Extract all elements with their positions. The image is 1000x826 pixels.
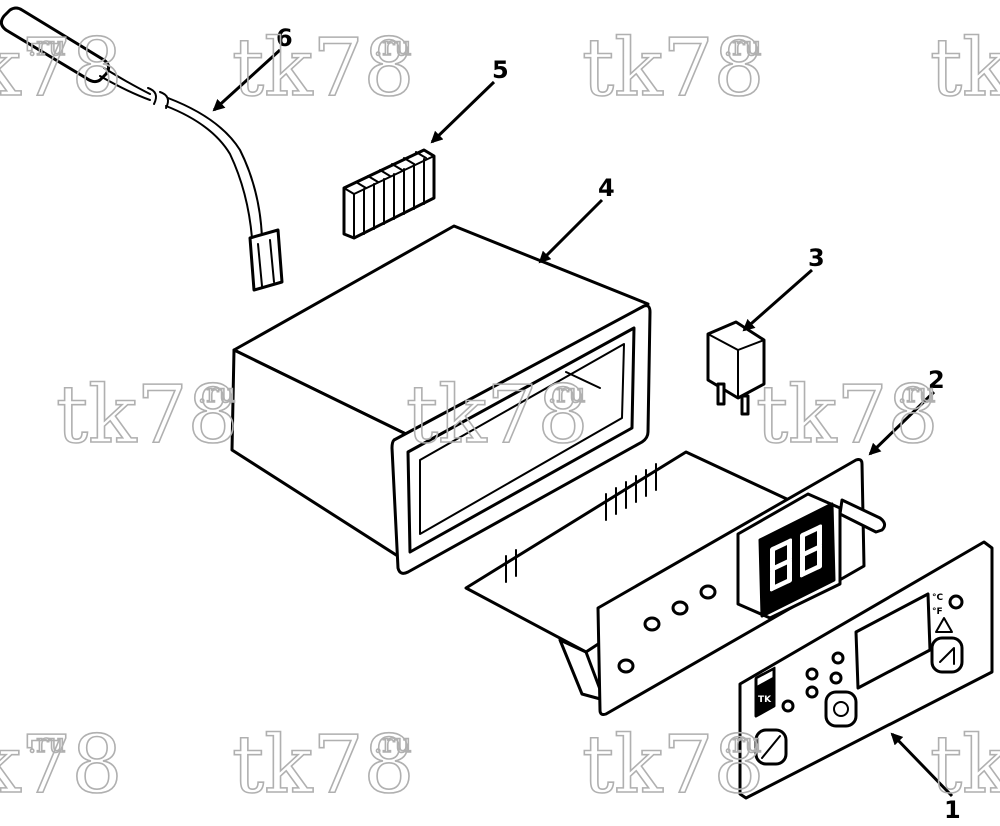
svg-text:.ru: .ru — [724, 32, 761, 62]
display-segment — [770, 577, 792, 592]
watermark: tk78 .ru — [405, 367, 589, 462]
seven-segment-display — [770, 524, 822, 592]
callout-6: 6 — [276, 24, 293, 52]
relay-part — [706, 320, 766, 416]
svg-text:.ru: .ru — [28, 729, 65, 759]
display-segment — [787, 538, 792, 562]
display-segment — [800, 563, 822, 578]
callout-5: 5 — [492, 56, 509, 84]
display-digit — [770, 538, 792, 592]
svg-text:tk78: tk78 — [0, 21, 122, 114]
display-segment — [770, 546, 775, 570]
watermark: tk78 .ru — [55, 367, 239, 462]
watermark: tk78 .ru — [231, 20, 415, 115]
display-segment — [800, 532, 805, 556]
unit-celsius: °C — [932, 593, 944, 603]
watermark: tk78 .ru — [231, 717, 415, 812]
svg-text:tk78: tk78 — [582, 21, 764, 114]
front-overlay-part: TK °C °F — [738, 540, 994, 800]
watermark: tk78 .ru — [581, 20, 765, 115]
svg-text:tk78: tk78 — [232, 21, 414, 114]
svg-text:.ru: .ru — [724, 729, 761, 759]
svg-text:.ru: .ru — [898, 379, 935, 409]
panel-logo: TK — [758, 695, 772, 705]
watermark: tk78 — [929, 717, 1000, 812]
svg-text:tk78: tk78 — [232, 718, 414, 811]
display-segment — [770, 538, 792, 553]
callout-4: 4 — [598, 174, 615, 202]
connector-block-part — [342, 148, 436, 240]
watermark-layer: tk78 .ru tk78 .ru tk78 .ru tk78 tk78 .ru… — [0, 20, 1000, 812]
display-segment — [770, 568, 775, 592]
watermark: tk78 .ru — [755, 367, 939, 462]
callout-1: 1 — [944, 796, 961, 824]
temperature-sensor-part — [0, 6, 284, 292]
display-digit — [800, 524, 822, 578]
circuit-board-part — [464, 450, 887, 716]
display-segment — [800, 554, 805, 578]
svg-text:tk78: tk78 — [756, 368, 938, 461]
svg-text:.ru: .ru — [28, 32, 65, 62]
watermark: tk78 — [929, 20, 1000, 115]
unit-fahrenheit: °F — [932, 607, 943, 617]
svg-text:tk78: tk78 — [930, 21, 1000, 114]
watermark: tk78 .ru — [0, 20, 123, 115]
callout-2: 2 — [928, 366, 945, 394]
svg-text:tk78: tk78 — [406, 368, 588, 461]
svg-text:tk78: tk78 — [582, 718, 764, 811]
display-segment — [817, 524, 822, 548]
display-segment — [800, 524, 822, 539]
callout-leaders — [212, 48, 954, 798]
svg-text:.ru: .ru — [548, 379, 585, 409]
svg-text:.ru: .ru — [374, 32, 411, 62]
svg-text:tk78: tk78 — [930, 718, 1000, 811]
watermark: tk78 .ru — [581, 717, 765, 812]
svg-text:.ru: .ru — [374, 729, 411, 759]
callout-3: 3 — [808, 244, 825, 272]
svg-text:.ru: .ru — [198, 379, 235, 409]
display-segment — [800, 543, 822, 558]
svg-text:tk78: tk78 — [56, 368, 238, 461]
housing-part — [230, 224, 652, 575]
watermark: tk78 .ru — [0, 717, 123, 812]
display-segment — [770, 557, 792, 572]
svg-text:tk78: tk78 — [0, 718, 122, 811]
